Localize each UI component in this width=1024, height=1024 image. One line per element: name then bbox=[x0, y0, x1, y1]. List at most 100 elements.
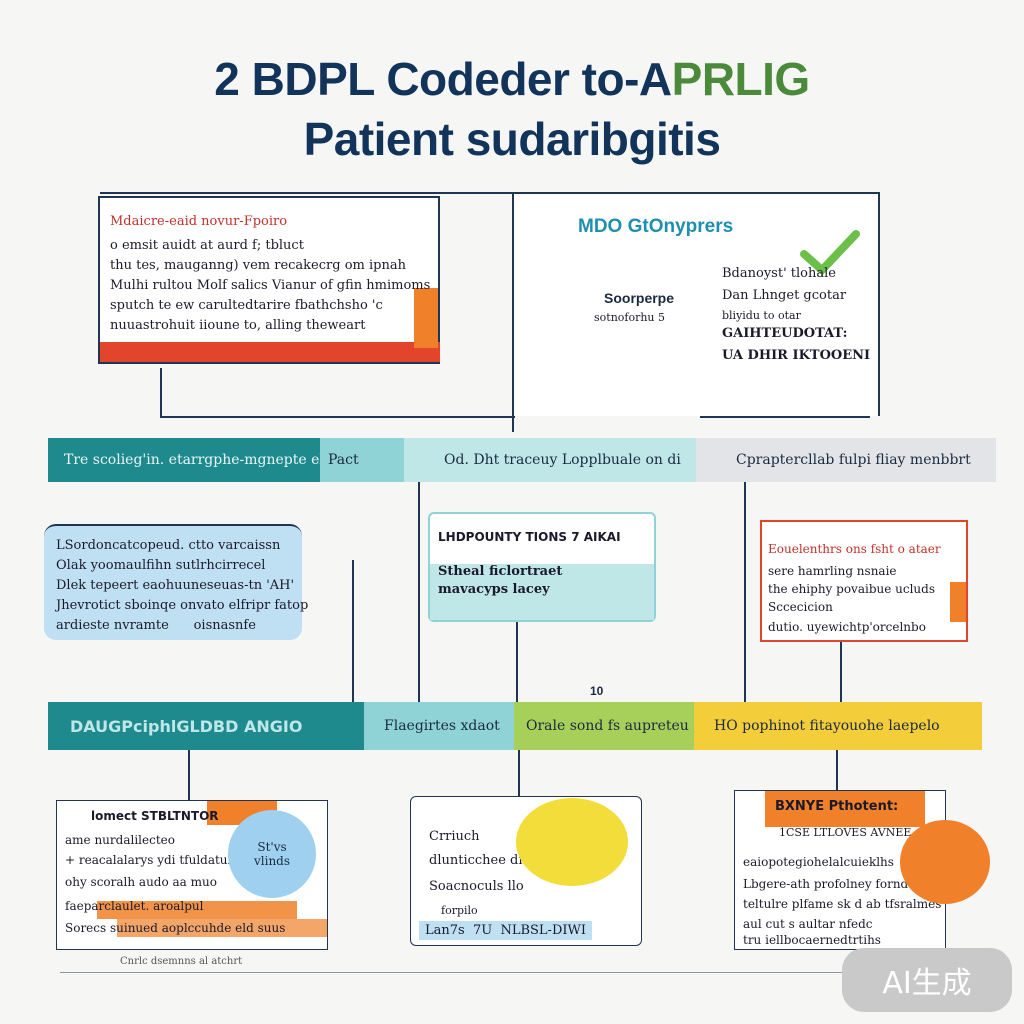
top-left-card: Mdaicre-eaid novur-Fpoiro o emsit auidt … bbox=[98, 196, 440, 364]
top-left-card-accent-block bbox=[414, 288, 438, 348]
bottom-right-circle bbox=[900, 820, 990, 904]
mid-center-card-line-2: mavacyps lacey bbox=[438, 582, 550, 597]
mid-right-card-line-4: dutio. uyewichtp'orcelnbo bbox=[768, 620, 926, 634]
bottom-right-card-line-3: teltulre plfame sk d ab tfsralmes bbox=[743, 897, 942, 911]
band-1-seg-2: Pact bbox=[320, 438, 404, 482]
top-left-card-line-2: thu tes, mauganng) vem recakecrg om ipna… bbox=[110, 258, 406, 273]
top-left-card-accent-bar bbox=[100, 342, 440, 362]
title-line-1-accent: PRLIG bbox=[671, 53, 811, 105]
bottom-left-card-highlight-2 bbox=[117, 919, 327, 937]
top-right-card-item-1: Bdanoyst' tlohale bbox=[722, 266, 836, 281]
band-1-seg-3-text: Od. Dht traceuy Lopplbuale on di bbox=[444, 452, 681, 468]
bottom-right-card-line-4: aul cut s aultar nfedc bbox=[743, 917, 873, 931]
bottom-left-circle: St'vs vlinds bbox=[228, 810, 316, 898]
top-left-card-line-5: nuuastrohuit iioune to, alling theweart bbox=[110, 318, 366, 333]
connector-mid-4 bbox=[516, 612, 518, 702]
band-2-seg-3: Orale sond fs aupreteu bbox=[514, 702, 694, 750]
connector-bottom-2 bbox=[518, 750, 520, 798]
connector-mid-5 bbox=[840, 640, 842, 702]
bottom-right-card-subheading: 1CSE LTLOVES AVNEE bbox=[779, 826, 912, 839]
top-right-card-heading: MDO GtOnyprers bbox=[578, 216, 734, 237]
band-1-seg-2-text: Pact bbox=[328, 452, 359, 468]
connector-bottom-base bbox=[60, 972, 940, 973]
band-2-seg-3-text: Orale sond fs aupreteu bbox=[526, 718, 689, 734]
top-right-card-item-4: GAIHTEUDOTAT: bbox=[722, 326, 848, 341]
band-2-seg-1: DAUGPciphlGLDBD ANGIO bbox=[48, 702, 364, 750]
top-frame-base-right bbox=[700, 416, 870, 418]
bottom-left-card: lomect STBLTNTOR ame nurdalilecteo + rea… bbox=[56, 800, 328, 950]
band-1-seg-4: Cpraptercllab fulpi fliay menbbrt bbox=[696, 438, 996, 482]
bottom-right-card-line-5: tru iellbocaernedtrtihs bbox=[743, 933, 881, 947]
top-right-card-item-5: UA DHIR IKTOOENI bbox=[722, 348, 871, 363]
ai-generated-badge-text: AI生成 bbox=[882, 966, 972, 1001]
mid-left-card-line-4: Jhevrotict sboinqe onvato elfripr fatop bbox=[56, 598, 309, 613]
connector-bottom-1 bbox=[188, 750, 190, 810]
band-1-seg-1: Tre scolieg'in. etarrgphe-mgnepte elrg o bbox=[48, 438, 320, 482]
title-line-1-main: 2 BDPL Codeder to-A bbox=[214, 53, 672, 105]
mid-center-card: LHDPOUNTY TIONS 7 AIKAI Stheal ficlortra… bbox=[428, 512, 656, 622]
band-1-seg-3: Od. Dht traceuy Lopplbuale on di bbox=[404, 438, 696, 482]
mid-center-card-heading: LHDPOUNTY TIONS 7 AIKAI bbox=[438, 530, 621, 544]
connector-top-left bbox=[160, 368, 162, 418]
bottom-left-circle-text: St'vs vlinds bbox=[253, 840, 291, 868]
bottom-left-card-line-1: ame nurdalilecteo bbox=[65, 833, 175, 847]
connector-bottom-3 bbox=[836, 750, 838, 790]
bottom-center-card-line-3: forpilo bbox=[441, 904, 478, 917]
ai-generated-badge: AI生成 bbox=[842, 948, 1012, 1012]
band-2-marker: 10 bbox=[590, 684, 604, 698]
mid-left-card: LSordoncatcopeud. ctto varcaissn Olak yo… bbox=[44, 524, 308, 640]
mid-right-card-line-1: sere hamrling nsnaie bbox=[768, 564, 897, 578]
top-right-card: MDO GtOnyprers Soorperpe sotnoforhu 5 Bd… bbox=[514, 194, 880, 416]
bottom-center-card-heading: Crriuch bbox=[429, 829, 480, 844]
band-1: Tre scolieg'in. etarrgphe-mgnepte elrg o… bbox=[48, 438, 996, 482]
bottom-left-card-line-4: faeparclaulet. aroalpul bbox=[65, 899, 204, 913]
mid-right-card-line-3: Sccecicion bbox=[768, 600, 833, 614]
bottom-right-card-line-1: eaiopotegiohelalcuieklhs bbox=[743, 855, 894, 869]
top-left-card-line-4: sputch te ew carultedtarire fbathchsho '… bbox=[110, 298, 383, 313]
band-2: DAUGPciphlGLDBD ANGIO Flaegirtes xdaot O… bbox=[48, 702, 982, 750]
bottom-center-card-line-2: Soacnoculs llo bbox=[429, 879, 524, 894]
connector-mid-1 bbox=[418, 482, 420, 702]
band-2-seg-2-text: Flaegirtes xdaot bbox=[384, 718, 500, 734]
bottom-left-card-footer: Cnrlc dsemnns al atchrt bbox=[120, 956, 243, 967]
band-2-seg-4-text: HO pophinot fitayouohe laepelo bbox=[714, 718, 940, 734]
check-icon bbox=[800, 228, 860, 283]
bottom-left-card-line-3: ohy scoralh audo aa muo bbox=[65, 875, 217, 889]
mid-center-card-accent bbox=[430, 564, 654, 620]
bottom-left-card-line-5: Sorecs suinued aoplccuhde eld suus bbox=[65, 921, 286, 935]
bottom-right-card-header-bar bbox=[765, 791, 925, 827]
mid-left-card-line-5: ardieste nvramte oisnasnfe bbox=[56, 618, 256, 633]
title-line-2: Patient sudaribgitis bbox=[303, 113, 721, 165]
connector-mid-2 bbox=[744, 482, 746, 702]
top-frame-top bbox=[100, 192, 880, 194]
mid-right-card-heading: Eouelenthrs ons fsht o ataer bbox=[768, 542, 941, 556]
mid-right-card-line-2: the ehiphy povaibue ucluds bbox=[768, 582, 935, 596]
top-frame-divider bbox=[512, 192, 514, 432]
mid-left-card-line-3: Dlek tepeert eaohuuneseuas-tn 'AH' bbox=[56, 578, 295, 593]
band-2-seg-1-text: DAUGPciphlGLDBD ANGIO bbox=[70, 716, 303, 736]
connector-mid-3 bbox=[352, 560, 354, 702]
top-left-card-line-3: Mulhi rultou Molf salics Vianur of gfin … bbox=[110, 278, 431, 293]
band-2-seg-4: HO pophinot fitayouohe laepelo bbox=[694, 702, 982, 750]
bottom-right-card-heading: BXNYE Pthotent: bbox=[775, 799, 899, 814]
band-1-seg-4-text: Cpraptercllab fulpi fliay menbbrt bbox=[736, 452, 971, 468]
top-right-card-item-3: bliyidu to otar bbox=[722, 309, 801, 322]
top-right-card-side-sublabel: sotnoforhu 5 bbox=[594, 311, 666, 324]
top-frame-base-left bbox=[160, 416, 515, 418]
top-right-card-item-2: Dan Lhnget gcotar bbox=[722, 288, 847, 303]
bottom-center-card-footer: Lan7s 7U NLBSL-DIWI bbox=[419, 921, 593, 940]
bottom-left-card-heading: lomect STBLTNTOR bbox=[91, 809, 219, 823]
mid-right-card-accent bbox=[950, 582, 966, 622]
bottom-left-card-highlight-1 bbox=[97, 901, 297, 919]
top-left-card-heading: Mdaicre-eaid novur-Fpoiro bbox=[110, 214, 288, 229]
mid-left-card-line-2: Olak yoomaulfihn sutlrhcirrecel bbox=[56, 558, 266, 573]
top-right-card-side-label: Soorperpe bbox=[604, 290, 675, 306]
band-2-seg-2: Flaegirtes xdaot bbox=[364, 702, 514, 750]
top-left-card-line-1: o emsit auidt at aurd f; tbluct bbox=[110, 238, 304, 253]
bottom-left-card-line-2: + reacalalarys ydi tfuldatuh bbox=[65, 853, 236, 867]
mid-left-card-line-1: LSordoncatcopeud. ctto varcaissn bbox=[56, 538, 281, 553]
bottom-right-card-line-2: Lbgere-ath profolney forndeo bbox=[743, 877, 923, 891]
title-line-1: 2 BDPL Codeder to-APRLIG bbox=[0, 52, 1024, 106]
bottom-center-circle bbox=[516, 798, 628, 886]
band-1-seg-1-text: Tre scolieg'in. etarrgphe-mgnepte elrg o bbox=[64, 452, 320, 468]
